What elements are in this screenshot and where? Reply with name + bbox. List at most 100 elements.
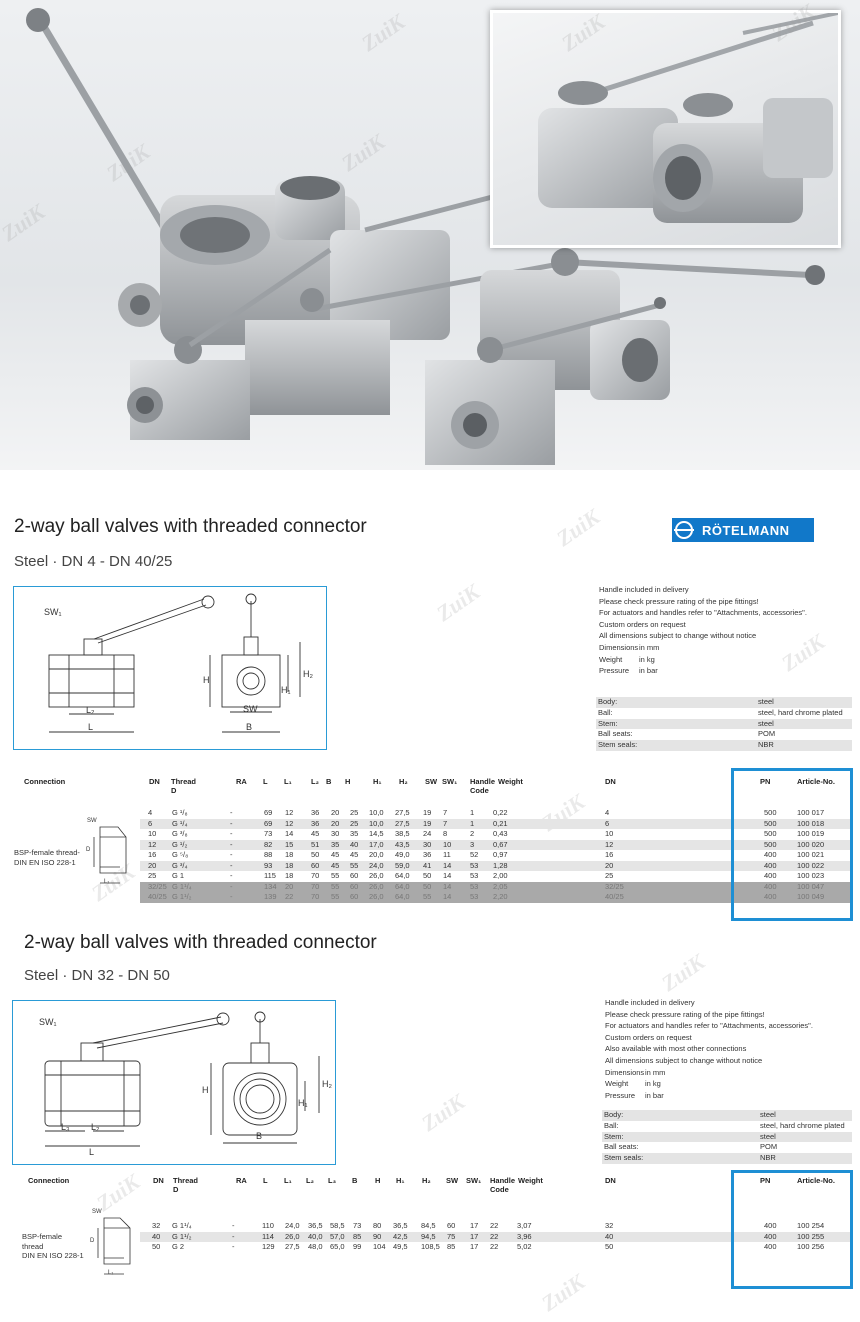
section2-subtitle: Steel · DN 32 - DN 50 — [24, 967, 170, 984]
col-thread: Thread D — [173, 1176, 199, 1194]
table-cell: 26,0 — [369, 881, 384, 891]
table-cell: 25 — [148, 871, 157, 880]
note: For actuators and handles refer to "Atta… — [605, 1021, 813, 1031]
spec-key: Ball seats: — [604, 1142, 639, 1152]
table-cell: 17,0 — [369, 839, 384, 849]
unit-key: Weight — [599, 654, 623, 664]
unit-key: Dimensions — [599, 642, 639, 652]
table-cell: 14,5 — [369, 829, 384, 838]
table-cell: G ¹/₄ — [172, 818, 188, 828]
table-cell: 100 018 — [797, 818, 825, 828]
col-article-no: Article-No. — [797, 777, 835, 786]
table-cell: 100 255 — [797, 1231, 825, 1241]
section1-connection-section-drawing: SW D L₁ — [84, 817, 134, 892]
unit-value: in kg — [645, 1079, 661, 1089]
table-cell: 7 — [443, 818, 448, 828]
spec-value: POM — [758, 729, 776, 739]
table-cell: 134 — [264, 881, 277, 891]
table-cell: 32 — [605, 1221, 614, 1230]
section1-title: 2-way ball valves with threaded connecto… — [14, 516, 367, 537]
table-cell: 73 — [353, 1221, 362, 1230]
table-cell: 30 — [423, 839, 432, 849]
col-h: H — [375, 1176, 381, 1185]
table-cell: 500 — [764, 839, 777, 849]
table-cell: 1 — [470, 818, 475, 828]
col-sw1: SW₁ — [442, 777, 458, 786]
table-cell: - — [230, 829, 233, 838]
table-cell: 20 — [331, 808, 340, 817]
label-l2: L₂ — [86, 705, 95, 715]
table-cell: 0,43 — [493, 829, 508, 838]
table-cell: 3,96 — [517, 1231, 532, 1241]
label-h2: H₂ — [303, 669, 313, 679]
watermark-text: ZuiK — [656, 949, 710, 997]
table-cell: 100 254 — [797, 1221, 825, 1230]
table-cell: 50 — [152, 1242, 161, 1251]
spec-key: Stem seals: — [604, 1153, 644, 1163]
table-cell: 45 — [350, 850, 359, 859]
product-photo — [0, 0, 860, 470]
table-cell: 400 — [764, 850, 777, 859]
table-cell: 6 — [148, 818, 153, 828]
table-cell: 16 — [605, 850, 614, 859]
table-cell: 60 — [350, 881, 359, 891]
table-cell: 30 — [331, 829, 340, 838]
spec-key: Stem seals: — [598, 740, 638, 750]
col-ra: RA — [236, 777, 247, 786]
label-l3: L₃ — [61, 1122, 70, 1132]
note: Custom orders on request — [605, 1032, 692, 1042]
unit-key: Weight — [605, 1079, 629, 1089]
table-cell: 49,0 — [395, 850, 410, 859]
col-dn-2: DN — [605, 777, 616, 786]
table-cell: 500 — [764, 829, 777, 838]
table-cell: 14 — [443, 871, 452, 880]
table-cell: 32/25 — [605, 881, 624, 891]
table-cell: 2,20 — [493, 892, 508, 901]
table-cell: 19 — [423, 818, 432, 828]
table-cell: 0,67 — [493, 839, 508, 849]
table-cell: 400 — [764, 1231, 777, 1241]
table-cell: 8 — [443, 829, 448, 838]
table-cell: 26,0 — [285, 1231, 300, 1241]
table-cell: G ¹/₂ — [172, 839, 188, 849]
note: Handle included in delivery — [605, 998, 695, 1007]
table-cell: 3 — [470, 839, 475, 849]
table-cell: 94,5 — [421, 1231, 436, 1241]
table-cell: 40,0 — [308, 1231, 323, 1241]
col-h: H — [345, 777, 351, 786]
table-cell: 3,07 — [517, 1221, 532, 1230]
table-cell: - — [230, 881, 233, 891]
table-cell: 32 — [152, 1221, 161, 1230]
table-cell: 115 — [264, 871, 276, 880]
table-cell: 93 — [264, 860, 273, 870]
table-cell: 27,5 — [395, 808, 410, 817]
table-cell: 45 — [331, 860, 340, 870]
note: Also available with most other connectio… — [605, 1044, 747, 1054]
table-cell: 26,0 — [369, 871, 384, 880]
table-cell: 1 — [470, 808, 475, 817]
label-sw: SW — [243, 704, 258, 714]
label-h: H — [202, 1085, 209, 1095]
table-cell: G 1¹/₄ — [172, 881, 192, 891]
label-d: D — [90, 1238, 95, 1244]
table-cell: 139 — [264, 892, 277, 901]
table-cell: 55 — [350, 860, 359, 870]
label-b: B — [256, 1131, 263, 1141]
table-cell: 11 — [443, 850, 451, 859]
table-cell: 18 — [285, 850, 294, 859]
table-cell: 100 020 — [797, 839, 825, 849]
table-cell: 51 — [311, 839, 320, 849]
table-cell: - — [230, 839, 233, 849]
table-cell: 22 — [285, 892, 294, 901]
section2-connection-label: BSP-female thread DIN EN ISO 228-1 — [22, 1232, 84, 1260]
col-l2: L₂ — [306, 1176, 314, 1185]
watermark-text: ZuiK — [536, 1269, 590, 1317]
col-handle-code: Handle Code — [490, 1176, 516, 1194]
table-cell: G ³/₄ — [172, 860, 188, 870]
